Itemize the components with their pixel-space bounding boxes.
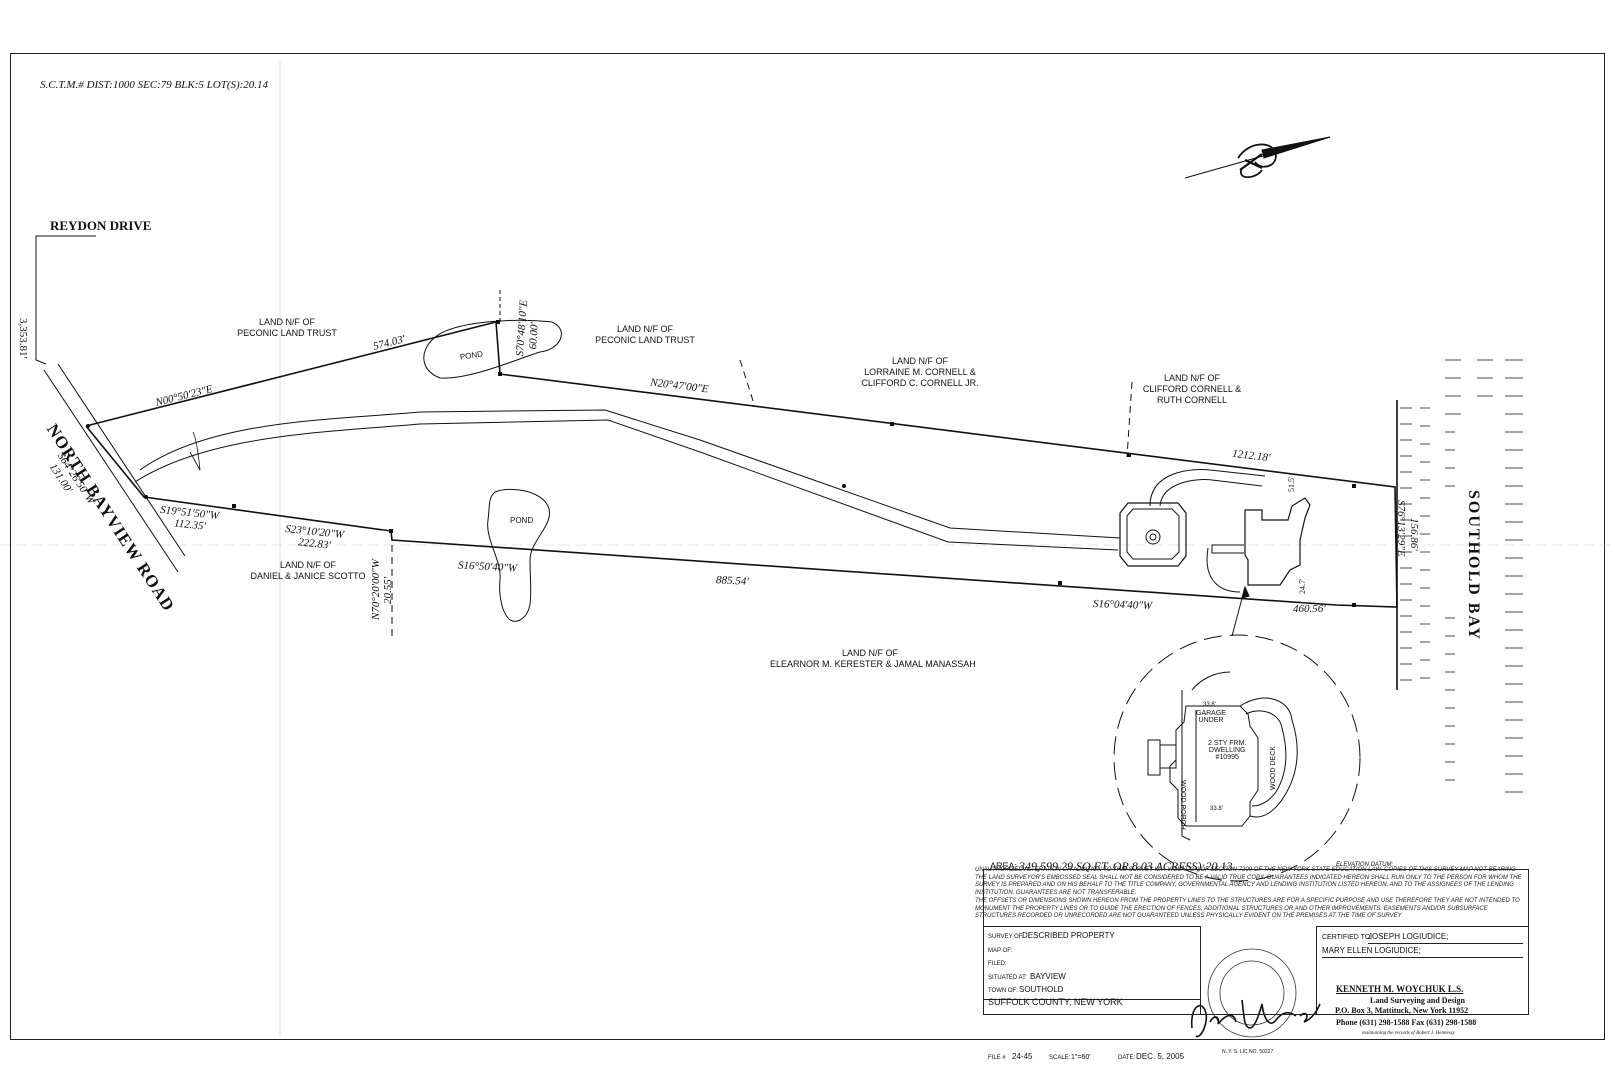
certified-line-1 — [1368, 943, 1523, 944]
firm-phone: Phone (631) 298-1588 Fax (631) 298-1588 — [1336, 1018, 1477, 1027]
date-value: DEC. 5, 2005 — [1136, 1052, 1185, 1061]
south4-dist: 460.56' — [1293, 603, 1326, 615]
firm-address: P.O. Box 3, Mattituck, New York 11952 — [1335, 1006, 1469, 1015]
title-block — [983, 869, 1529, 1015]
north-arrow-icon — [1184, 136, 1331, 179]
certified-value-1: JOSEPH LOGIUDICE; — [1368, 932, 1449, 941]
situated-value: BAYVIEW — [1030, 972, 1066, 981]
survey-notes: UNAUTHORIZED ALTERATION OR ADDITION TO T… — [975, 867, 1523, 922]
file-cell — [983, 999, 1201, 1015]
survey-of-key: SURVEY OF: — [988, 934, 1025, 940]
town-key: TOWN OF: — [988, 988, 1018, 994]
south3-dist: 885.54' — [715, 574, 749, 588]
certified-value-2: MARY ELLEN LOGIUDICE; — [1322, 946, 1421, 955]
town-value: SOUTHOLD — [1019, 985, 1064, 994]
note-2: THE OFFSETS OR DIMENSIONS SHOWN HEREON F… — [975, 898, 1520, 919]
note-1: UNAUTHORIZED ALTERATION OR ADDITION TO T… — [975, 867, 1522, 896]
survey-info-cell — [983, 926, 1201, 999]
wood-deck-label: WOOD DECK — [1270, 746, 1277, 790]
bay-bearing: S76°13'29"E — [1395, 500, 1407, 557]
area-label: AREA: — [990, 861, 1018, 871]
license-number: N. Y. S. LIC NO. 50227 — [1222, 1049, 1274, 1055]
southold-bay-label: SOUTHOLD BAY — [1465, 490, 1482, 641]
survey-of-value: DESCRIBED PROPERTY — [1022, 931, 1115, 940]
surveyor-name: KENNETH M. WOYCHUK L.S. — [1336, 984, 1464, 994]
certified-line-2 — [1322, 957, 1523, 958]
detail-dim-bottom: 33.8' — [1210, 806, 1223, 812]
bay-dist: 156.86' — [1408, 518, 1420, 551]
south4-bearing: S16°04'40"W — [1092, 597, 1153, 613]
seal-icon — [1207, 948, 1297, 1038]
jog-dist: 20.55' — [382, 576, 394, 604]
signature-icon — [1190, 999, 1321, 1038]
reydon-offset-dim: 3,353.81' — [17, 318, 29, 359]
wood-porch-label: WOOD PORCH — [1179, 780, 1186, 830]
scale-value: 1"=60' — [1071, 1054, 1091, 1061]
pond-line-dist: 60.00' — [527, 321, 541, 350]
filed-key: FILED: — [988, 961, 1007, 967]
detail-dim-top: 33.8' — [1203, 702, 1216, 708]
setback-south: 24.7' — [1298, 578, 1307, 594]
date-key: DATE: — [1118, 1055, 1136, 1061]
firm-name: Land Surveying and Design — [1370, 996, 1465, 1005]
sctm-header: S.C.T.M.# DIST:1000 SEC:79 BLK:5 LOT(S):… — [40, 79, 269, 91]
map-of-key: MAP OF: — [988, 948, 1013, 954]
situated-key: SITUATED AT: — [988, 975, 1027, 981]
setback-north: 51.5' — [1287, 476, 1296, 492]
elevation-datum: ELEVATION DATUM: — [1336, 862, 1394, 868]
records-note: maintaining the records of Robert J. Hen… — [1362, 1031, 1455, 1036]
certified-key: CERTIFIED TO: — [1322, 934, 1373, 941]
certified-cell — [1316, 926, 1529, 1015]
dwelling-label: 2 STY FRM.DWELLING#10995 — [1208, 740, 1247, 761]
reydon-drive-label: REYDON DRIVE — [50, 218, 152, 233]
scale-key: SCALE: — [1049, 1055, 1071, 1061]
file-key: FILE # — [988, 1055, 1006, 1061]
file-value: 24-45 — [1012, 1052, 1033, 1061]
county-value: SUFFOLK COUNTY, NEW YORK — [988, 997, 1123, 1007]
drawing-border — [10, 53, 1605, 1040]
pond-label-south: POND — [510, 516, 534, 525]
